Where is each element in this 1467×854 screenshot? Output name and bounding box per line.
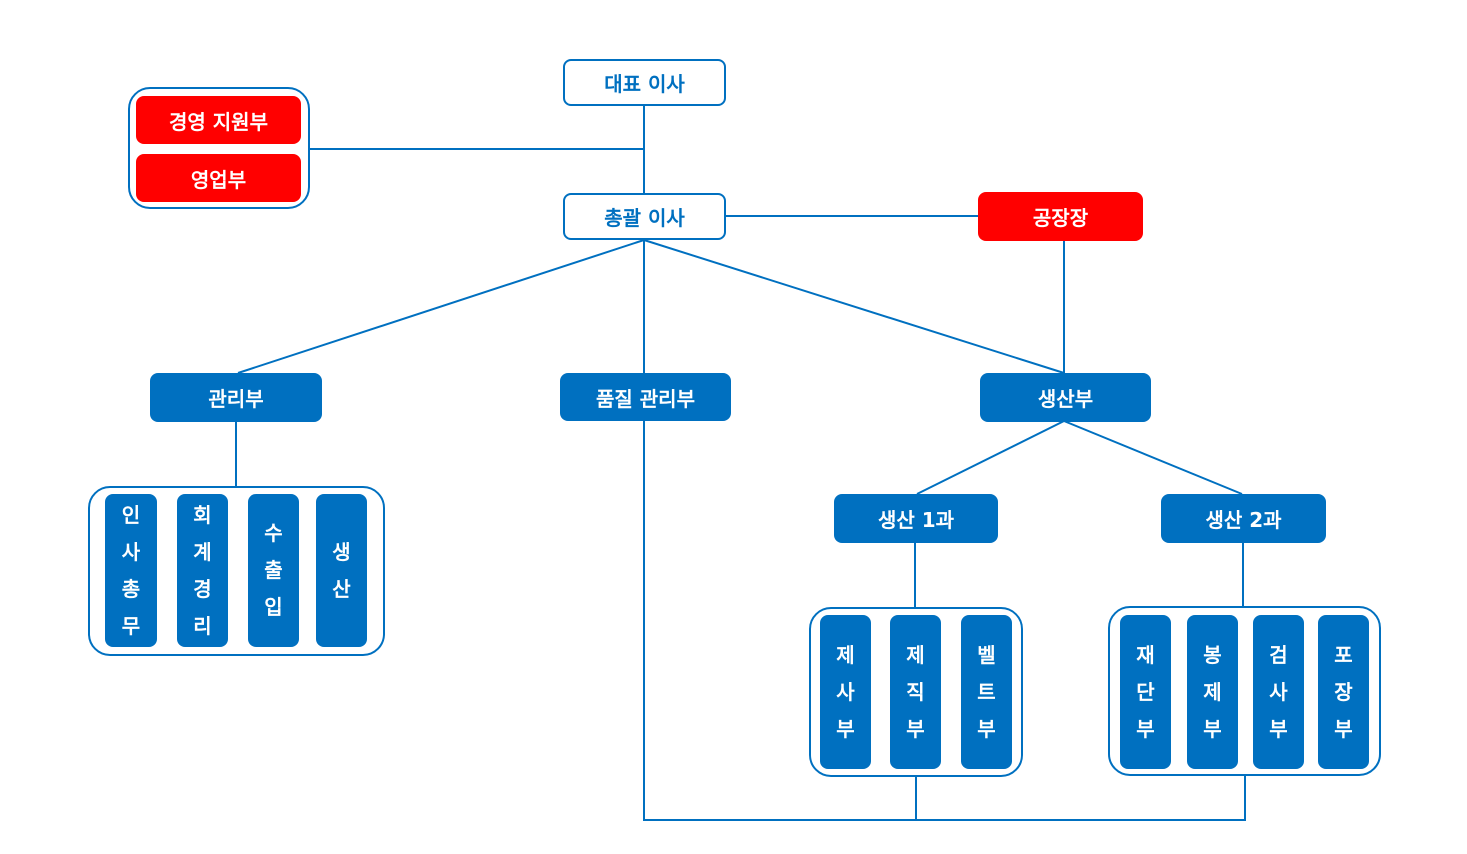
sec2-unit-box: 포장부 — [1318, 615, 1369, 769]
management-support-box: 경영 지원부 — [136, 96, 301, 144]
production-sec1-box: 생산 1과 — [834, 494, 998, 543]
sec2-unit-box: 검사부 — [1253, 615, 1304, 769]
sec1-unit-label: 벨트부 — [977, 642, 996, 741]
sec1-unit-box: 벨트부 — [961, 615, 1012, 769]
sec2-unit-label: 검사부 — [1269, 642, 1288, 741]
admin-dept-label: 관리부 — [208, 387, 264, 411]
sec2-unit-label: 봉제부 — [1203, 642, 1222, 741]
production-sec2-box: 생산 2과 — [1161, 494, 1326, 543]
plant-manager-label: 공장장 — [1032, 206, 1089, 230]
sec1-unit-label: 제사부 — [836, 642, 855, 741]
quality-dept-label: 품질 관리부 — [596, 386, 695, 411]
production-dept-label: 생산부 — [1037, 387, 1094, 411]
quality-dept-box: 품질 관리부 — [560, 373, 731, 421]
sec1-unit-box: 제사부 — [820, 615, 871, 769]
sec2-unit-label: 포장부 — [1334, 642, 1353, 741]
ceo-label: 대표 이사 — [604, 72, 685, 96]
admin-unit-box: 인사총무 — [105, 494, 157, 647]
plant-manager-box: 공장장 — [978, 192, 1143, 241]
admin-unit-box: 회계경리 — [177, 494, 228, 647]
admin-unit-label: 인사총무 — [121, 502, 141, 638]
admin-unit-box: 수출입 — [248, 494, 299, 647]
admin-unit-label: 생산 — [332, 539, 351, 601]
general-director-box: 총괄 이사 — [563, 193, 726, 240]
sec2-unit-box: 봉제부 — [1187, 615, 1238, 769]
general-director-label: 총괄 이사 — [604, 206, 685, 230]
sales-box: 영업부 — [136, 154, 301, 202]
admin-unit-label: 수출입 — [264, 521, 283, 619]
sales-label: 영업부 — [190, 167, 247, 192]
ceo-box: 대표 이사 — [563, 59, 726, 106]
sec1-unit-label: 제직부 — [906, 642, 925, 741]
admin-dept-box: 관리부 — [150, 373, 322, 422]
production-sec1-label: 생산 1과 — [877, 508, 955, 532]
admin-unit-box: 생산 — [316, 494, 367, 647]
sec2-unit-label: 재단부 — [1136, 642, 1155, 741]
sec1-unit-box: 제직부 — [890, 615, 941, 769]
production-dept-box: 생산부 — [980, 373, 1151, 422]
production-sec2-label: 생산 2과 — [1205, 508, 1282, 532]
admin-unit-label: 회계경리 — [193, 502, 212, 638]
sec2-unit-box: 재단부 — [1120, 615, 1171, 769]
management-support-label: 경영 지원부 — [169, 109, 268, 134]
